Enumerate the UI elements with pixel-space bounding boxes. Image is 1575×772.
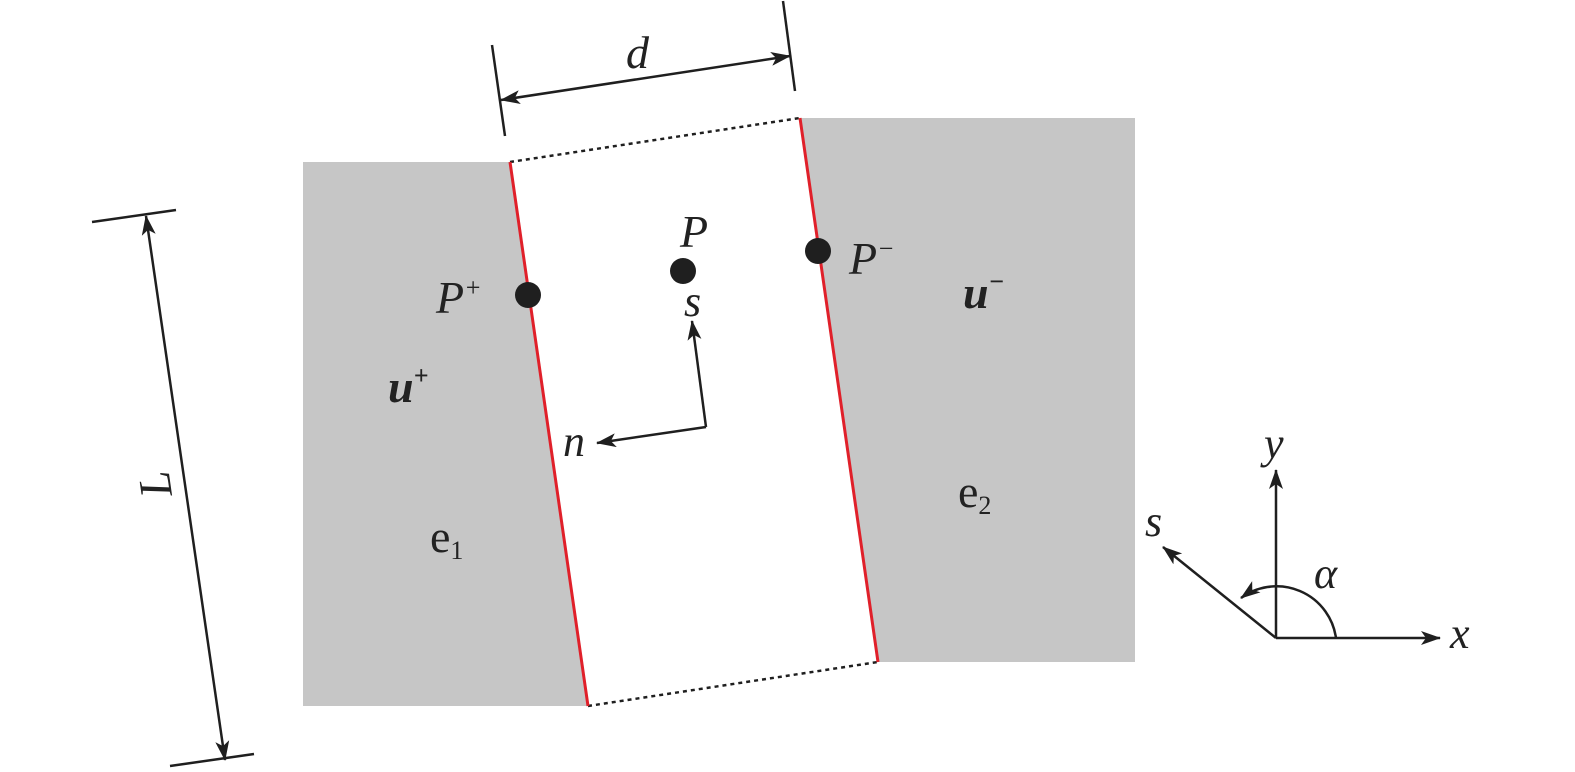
L-extension-top: [91, 208, 177, 224]
local-n-label: n: [563, 417, 585, 466]
d-extension-right: [781, 0, 797, 92]
local-s-axis-arrow: [687, 320, 708, 428]
global-s-axis-arrow: [1162, 546, 1277, 639]
global-y-label: y: [1260, 419, 1284, 468]
interface-bottom-boundary: [587, 660, 879, 708]
point-P-plus: [515, 282, 541, 308]
L-extension-bottom: [169, 752, 255, 768]
e2-label: e2: [958, 466, 991, 520]
d-label: d: [626, 27, 650, 78]
P-plus-label: P+: [435, 272, 482, 323]
element-e2-region: [800, 118, 1135, 662]
L-label: L: [128, 468, 182, 501]
global-x-label: x: [1449, 609, 1470, 658]
P-label: P: [679, 206, 708, 257]
P-minus-label: P−: [848, 233, 895, 284]
point-P: [670, 258, 696, 284]
global-s-label: s: [1145, 497, 1162, 546]
alpha-label: α: [1314, 549, 1338, 598]
interface-top-boundary: [509, 116, 801, 164]
interface-face-minus: [798, 117, 880, 663]
e1-label: e1: [430, 511, 463, 565]
u-minus-label: u−: [963, 267, 1004, 318]
interface-face-plus: [508, 161, 590, 707]
local-n-axis-arrow: [596, 425, 707, 448]
d-extension-left: [490, 44, 507, 137]
u-plus-label: u+: [388, 361, 428, 412]
point-P-minus: [805, 238, 831, 264]
element-e1-region: [303, 162, 588, 706]
alpha-angle-arc: [1240, 581, 1338, 639]
L-dimension-arrow: [141, 215, 230, 761]
local-s-label: s: [684, 277, 701, 326]
d-dimension-arrow: [500, 51, 791, 105]
